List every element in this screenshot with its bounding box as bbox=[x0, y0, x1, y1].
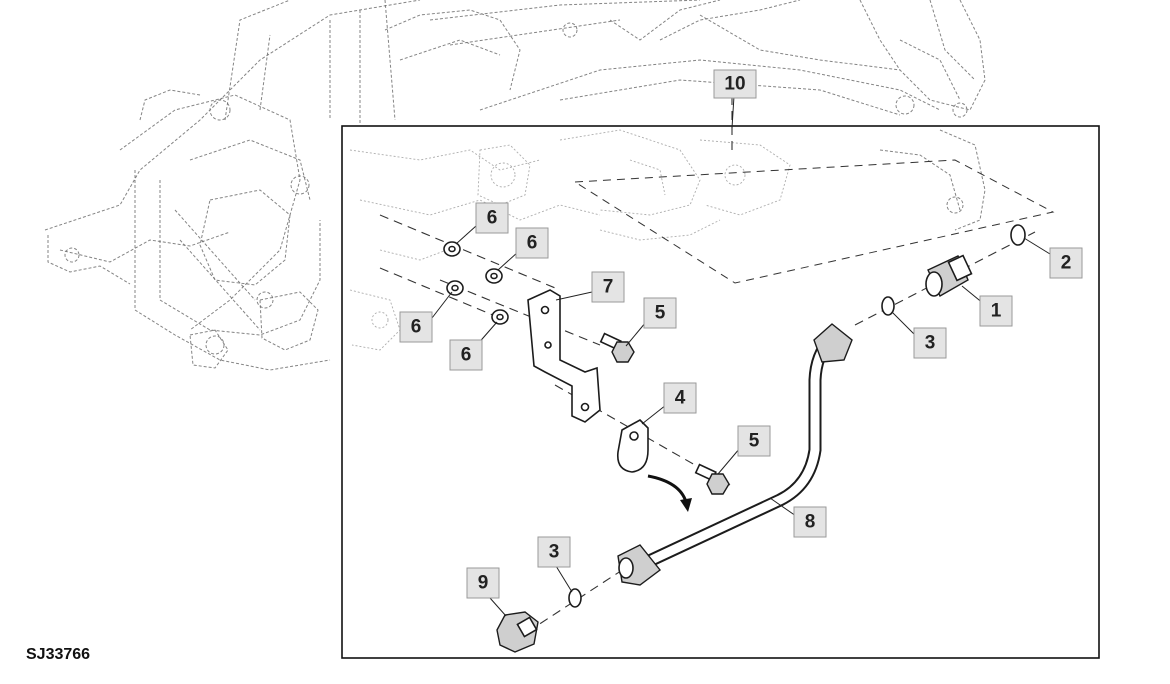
callout-5-upper: 5 bbox=[643, 297, 677, 329]
svg-text:4: 4 bbox=[675, 388, 686, 409]
svg-text:2: 2 bbox=[1061, 253, 1072, 274]
callout-6b: 6 bbox=[515, 227, 549, 259]
arrow-head bbox=[680, 498, 692, 512]
svg-text:1: 1 bbox=[991, 301, 1002, 322]
svg-text:6: 6 bbox=[461, 345, 472, 366]
bracket-7 bbox=[527, 289, 601, 423]
plug-9 bbox=[496, 611, 539, 653]
bolt-5-upper bbox=[599, 332, 635, 363]
bracket-hole bbox=[544, 341, 552, 349]
o-ring-2 bbox=[1010, 224, 1026, 246]
clamp-4 bbox=[616, 419, 649, 473]
detail-frame bbox=[341, 125, 1100, 659]
callout-2: 2 bbox=[1049, 247, 1083, 279]
tube-8 bbox=[617, 323, 853, 586]
o-ring-3-lower bbox=[568, 588, 582, 608]
svg-text:3: 3 bbox=[925, 333, 936, 354]
bracket-hole bbox=[580, 402, 590, 412]
svg-text:6: 6 bbox=[487, 208, 498, 229]
washer-6-group bbox=[443, 241, 509, 325]
callout-6a: 6 bbox=[475, 202, 509, 234]
callout-9: 9 bbox=[466, 567, 500, 599]
fitting-1 bbox=[925, 254, 973, 297]
callout-4: 4 bbox=[663, 382, 697, 414]
callout-6c: 6 bbox=[399, 311, 433, 343]
movement-arrow bbox=[647, 474, 688, 503]
callout-10: 10 bbox=[713, 69, 757, 99]
svg-text:6: 6 bbox=[411, 317, 422, 338]
svg-text:7: 7 bbox=[603, 277, 614, 298]
clamp-hole bbox=[629, 431, 639, 441]
callout-5-lower: 5 bbox=[737, 425, 771, 457]
o-ring-3-upper bbox=[881, 296, 895, 316]
svg-text:5: 5 bbox=[655, 303, 666, 324]
mounting-plane-outline bbox=[573, 159, 1055, 284]
bolt-5-lower bbox=[694, 463, 730, 495]
svg-text:9: 9 bbox=[478, 573, 489, 594]
svg-text:3: 3 bbox=[549, 542, 560, 563]
bracket-hole bbox=[540, 305, 550, 315]
callout-8: 8 bbox=[793, 506, 827, 538]
callout-6d: 6 bbox=[449, 339, 483, 371]
figure-id-label: SJ33766 bbox=[26, 646, 91, 663]
engine-housing-background bbox=[44, 0, 986, 371]
callout-7: 7 bbox=[591, 271, 625, 303]
svg-text:6: 6 bbox=[527, 233, 538, 254]
svg-text:5: 5 bbox=[749, 431, 760, 452]
leader-lines bbox=[431, 95, 1051, 617]
svg-text:10: 10 bbox=[724, 74, 745, 95]
svg-text:8: 8 bbox=[805, 512, 816, 533]
callout-3-lower: 3 bbox=[537, 536, 571, 568]
callout-3-upper: 3 bbox=[913, 327, 947, 359]
callout-1: 1 bbox=[979, 295, 1013, 327]
